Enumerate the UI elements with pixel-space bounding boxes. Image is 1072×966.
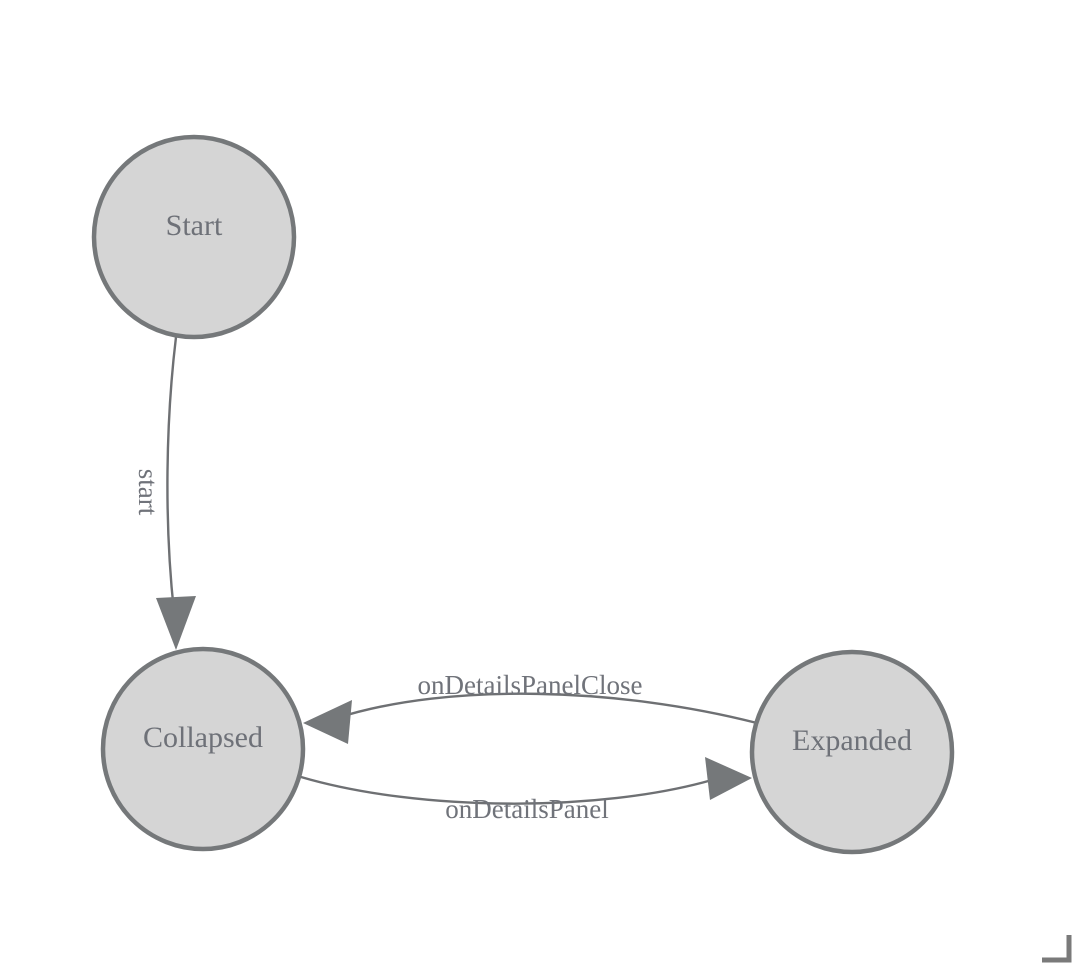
edge-start-to-collapsed[interactable]: start (133, 336, 196, 650)
arrowhead-into-collapsed-from-expanded (303, 700, 352, 744)
edge-label-on-details-panel: onDetailsPanel (445, 794, 608, 824)
arrowhead-into-expanded (705, 757, 752, 800)
node-expanded-circle[interactable] (749, 649, 955, 855)
node-start[interactable]: Start (91, 134, 297, 340)
node-start-circle[interactable] (91, 134, 297, 340)
arrowhead-into-collapsed (156, 596, 196, 650)
edge-collapsed-to-expanded[interactable]: onDetailsPanel (300, 757, 752, 824)
edge-label-start: start (133, 469, 163, 516)
edge-expanded-to-collapsed[interactable]: onDetailsPanelClose (303, 670, 758, 744)
node-collapsed-label: Collapsed (143, 721, 263, 754)
node-collapsed-circle[interactable] (100, 646, 306, 852)
resize-handle-icon[interactable] (1042, 935, 1072, 963)
edge-path-collapsed-to-expanded[interactable] (300, 775, 713, 805)
edge-path-start-to-collapsed[interactable] (166, 336, 178, 613)
node-start-label: Start (166, 209, 223, 242)
node-expanded-label: Expanded (792, 724, 912, 757)
node-expanded[interactable]: Expanded (749, 649, 955, 855)
edge-label-on-details-panel-close: onDetailsPanelClose (418, 670, 643, 700)
edge-path-expanded-to-collapsed[interactable] (336, 692, 758, 725)
node-collapsed[interactable]: Collapsed (100, 646, 306, 852)
